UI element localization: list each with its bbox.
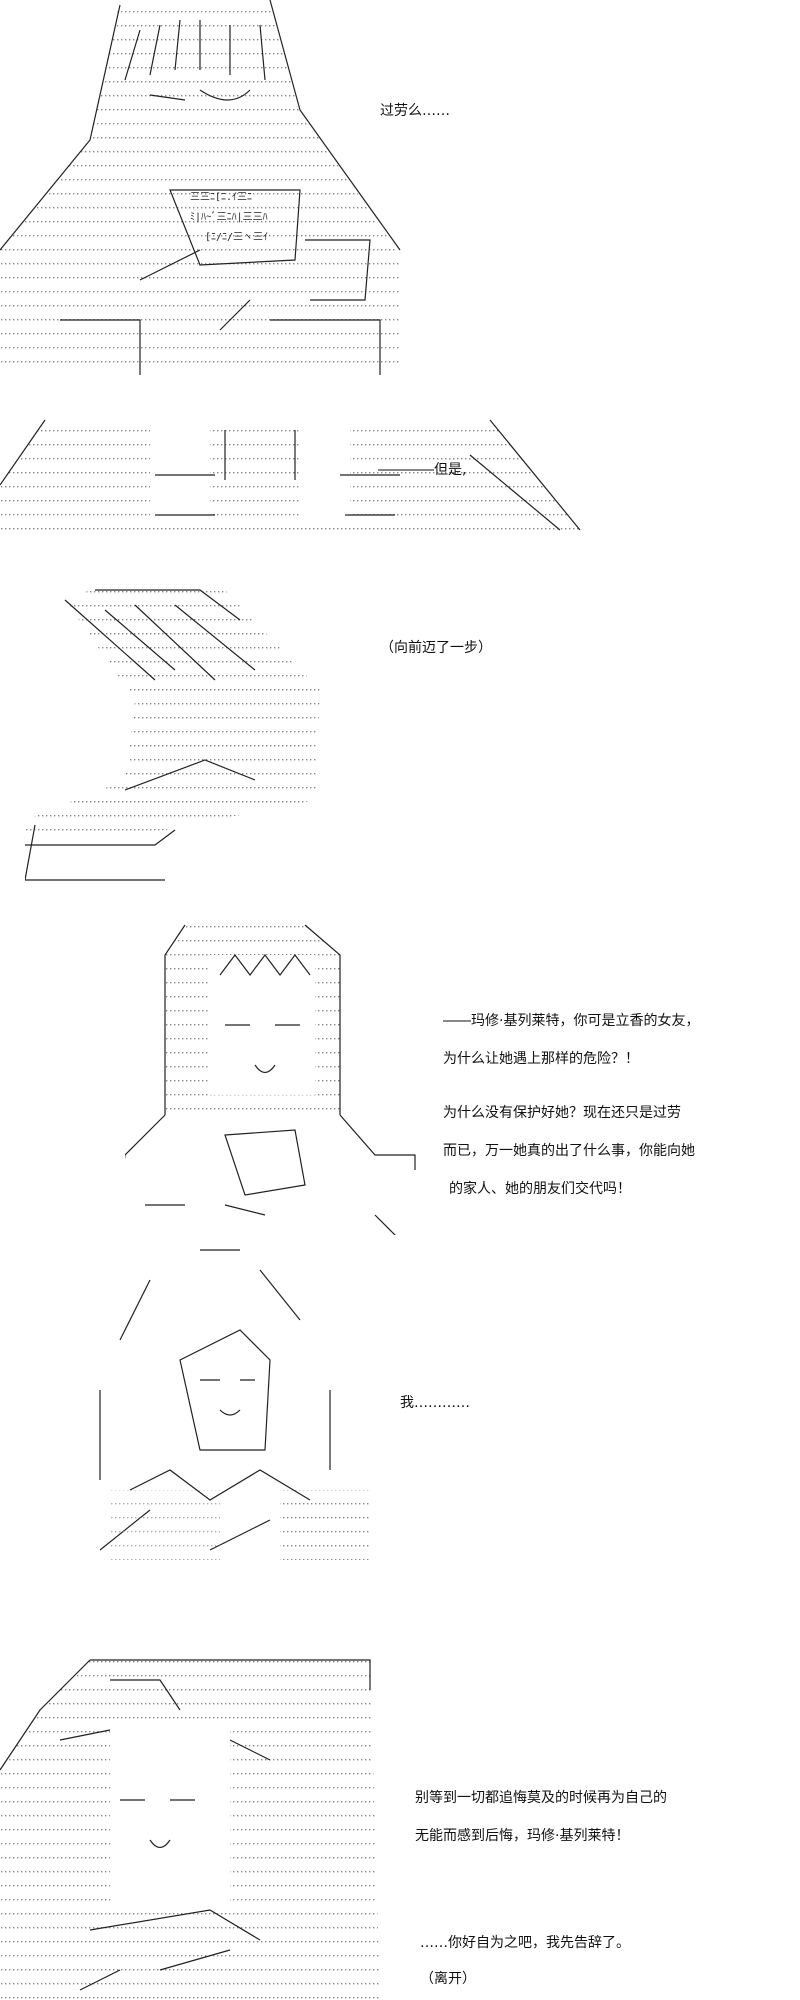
ascii-art-figure-leaving-woman — [0, 1659, 380, 2000]
svg-text:ﾐ|ﾊ~ﾞ三ﾆﾊ|三三ﾊ: ﾐ|ﾊ~ﾞ三ﾆﾊ|三三ﾊ — [190, 211, 268, 223]
ascii-art-figure-short-hair-girl — [99, 1249, 370, 1560]
dialog-line: 为什么让她遇上那样的危险？！ — [443, 1051, 639, 1067]
dialog-line: 而已，万一她真的出了什么事，你能向她 — [443, 1143, 695, 1159]
caption-overwork: 过劳么…… — [380, 103, 450, 119]
ascii-art-figure-eyes-closeup — [0, 419, 581, 531]
caption-me: 我………… — [400, 1395, 470, 1411]
dialog-line: 为什么没有保护好她？现在还只是过劳 — [443, 1105, 681, 1121]
ascii-art-figure-hair-side — [25, 589, 320, 881]
svg-text:三三ﾆ[ﾆ.ｲ三ﾆ: 三三ﾆ[ﾆ.ｲ三ﾆ — [190, 192, 252, 203]
dialog-warning: 别等到一切都追悔莫及的时候再为自己的 无能而感到后悔，玛修·基列莱特！ — [415, 1779, 667, 1855]
ascii-art-figure-angry-woman — [125, 924, 416, 1235]
dialog-accusation: ――玛修·基列莱特，你可是立香的女友， 为什么让她遇上那样的危险？！ 为什么没有… — [443, 1002, 699, 1208]
dialog-line: 无能而感到后悔，玛修·基列莱特！ — [415, 1828, 630, 1844]
caption-but: ――――但是, — [378, 462, 467, 478]
dialog-line: 的家人、她的朋友们交代吗！ — [449, 1181, 631, 1197]
dialog-line: ……你好自为之吧，我先告辞了。 — [420, 1935, 630, 1951]
caption-step-forward: （向前迈了一步） — [380, 640, 492, 656]
dialog-farewell: ……你好自为之吧，我先告辞了。 （离开） — [420, 1925, 630, 1997]
svg-text:[ﾆ/ﾆ/三ヽ三ｲ: [ﾆ/ﾆ/三ヽ三ｲ — [205, 232, 268, 243]
dialog-line: 别等到一切都追悔莫及的时候再为自己的 — [415, 1790, 667, 1806]
action-leave: （离开） — [420, 1971, 476, 1987]
ascii-art-figure-woman-hair: 三三ﾆ[ﾆ.ｲ三ﾆ ﾐ|ﾊ~ﾞ三ﾆﾊ|三三ﾊ [ﾆ/ﾆ/三ヽ三ｲ — [0, 0, 401, 375]
dialog-line: ――玛修·基列莱特，你可是立香的女友， — [443, 1013, 700, 1029]
